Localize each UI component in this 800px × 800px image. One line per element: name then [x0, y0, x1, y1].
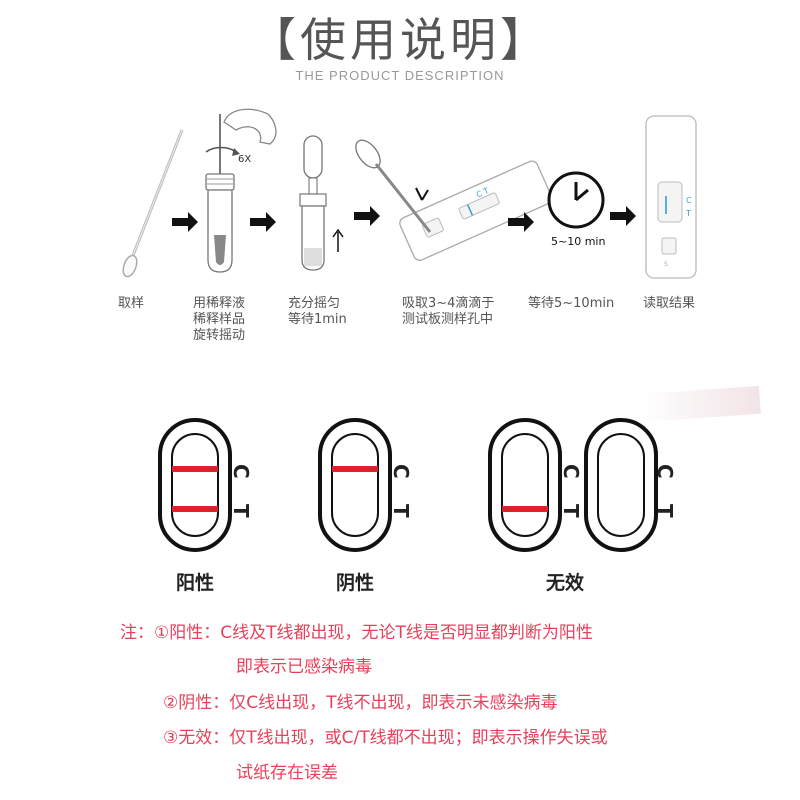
clock-icon: 5~10 min — [547, 171, 605, 248]
arrow-icon — [250, 212, 276, 232]
control-line — [172, 466, 218, 472]
test-line — [172, 506, 218, 512]
svg-text:C: C — [653, 464, 677, 479]
note-negative: ②阴性：仅C线出现，T线不出现，即表示未感染病毒 — [163, 693, 558, 713]
svg-text:T: T — [481, 186, 490, 197]
procedure-illustration: 6X C T 5 — [122, 108, 697, 279]
svg-text:C: C — [559, 464, 583, 479]
svg-text:C: C — [686, 196, 692, 205]
step-caption: 充分摇匀 等待1min — [288, 296, 347, 327]
result-label-positive: 阳性 — [175, 572, 214, 594]
svg-text:S: S — [664, 261, 668, 268]
dropper-tube-icon — [299, 135, 344, 271]
svg-text:6X: 6X — [238, 154, 251, 165]
cassette-dropper-icon: C T — [355, 139, 553, 261]
step-caption: 取样 — [118, 296, 145, 311]
result-label-negative: 阴性 — [335, 572, 374, 594]
result-label-invalid: 无效 — [545, 572, 584, 594]
result-strip-invalid-t-only: C T — [488, 418, 583, 552]
arrow-icon — [610, 206, 636, 226]
arrow-icon — [508, 212, 534, 232]
svg-text:5~10 min: 5~10 min — [551, 235, 605, 248]
note-invalid: ③无效：仅T线出现，或C/T线都不出现；即表示操作失误或 — [163, 728, 608, 748]
tube-swab-icon: 6X — [205, 108, 277, 273]
svg-text:T: T — [229, 504, 253, 518]
arrow-icon — [354, 206, 380, 226]
step-caption: 等待5~10min — [528, 296, 615, 311]
svg-text:C: C — [475, 189, 484, 200]
step-caption: 读取结果 — [643, 296, 696, 311]
control-line — [332, 466, 378, 472]
result-strip-invalid-none: C T — [584, 418, 677, 552]
step-caption: 吸取3~4滴滴于 测试板测样孔中 — [402, 296, 495, 327]
note-positive: 注：①阳性：C线及T线都出现，无论T线是否明显都判断为阳性 — [120, 623, 593, 643]
svg-text:T: T — [389, 504, 413, 518]
result-strips: C T C T C T C T — [158, 418, 677, 552]
step-caption: 用稀释液 稀释样品 旋转摇动 — [193, 296, 246, 343]
test-line — [502, 506, 548, 512]
swab-icon — [122, 129, 184, 278]
result-strip-negative: C T — [318, 418, 413, 552]
page-subtitle: THE PRODUCT DESCRIPTION — [295, 68, 505, 83]
title-wrap: 【使用说明】 — [0, 4, 800, 70]
svg-text:T: T — [685, 209, 691, 218]
note-positive-cont: 即表示已感染病毒 — [236, 657, 372, 677]
result-strip-positive: C T — [158, 418, 253, 552]
svg-text:C: C — [389, 464, 413, 479]
cassette-result-icon: C T S — [645, 115, 697, 279]
page-title: 【使用说明】 — [250, 13, 550, 67]
svg-text:T: T — [653, 504, 677, 518]
svg-text:C: C — [229, 464, 253, 479]
note-invalid-cont: 试纸存在误差 — [236, 763, 338, 783]
svg-text:T: T — [559, 504, 583, 518]
arrow-icon — [172, 212, 198, 232]
